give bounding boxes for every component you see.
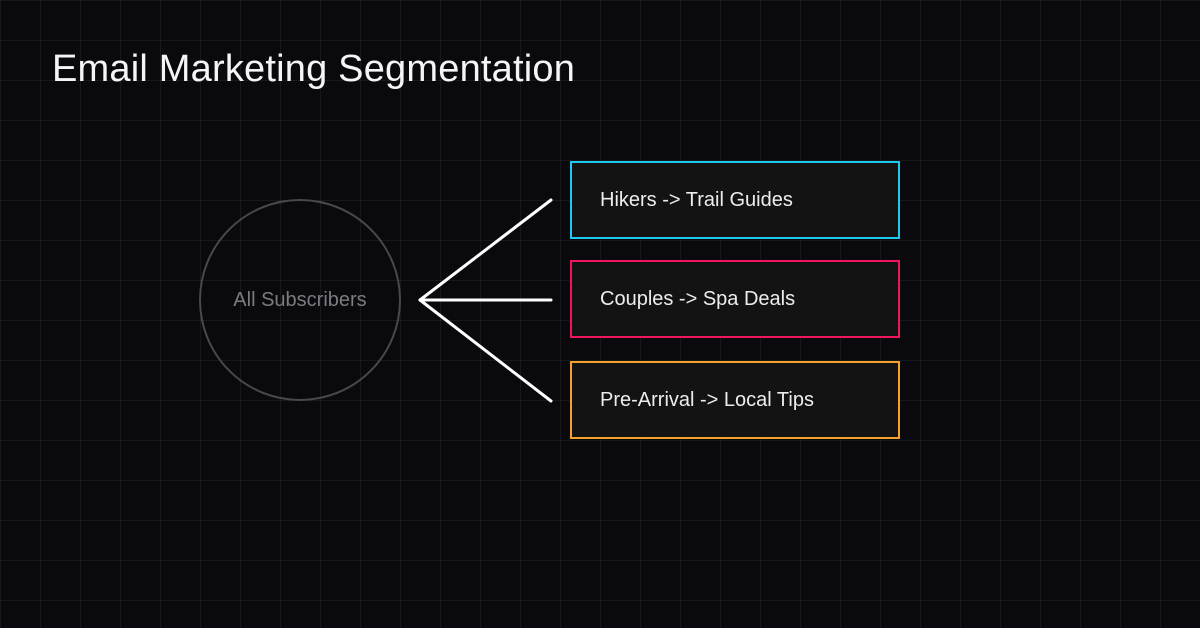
all-subscribers-node: All Subscribers (199, 199, 401, 401)
connector-line-prearrival (418, 298, 553, 403)
page-title: Email Marketing Segmentation (52, 48, 576, 90)
segment-box-hikers: Hikers -> Trail Guides (570, 161, 900, 239)
all-subscribers-label: All Subscribers (233, 288, 367, 311)
segment-box-prearrival: Pre-Arrival -> Local Tips (570, 361, 900, 439)
segment-label-hikers: Hikers -> Trail Guides (600, 188, 793, 211)
connector-line-hikers (418, 198, 553, 302)
segment-box-couples: Couples -> Spa Deals (570, 260, 900, 338)
segment-label-couples: Couples -> Spa Deals (600, 287, 796, 310)
segment-label-prearrival: Pre-Arrival -> Local Tips (600, 388, 814, 411)
